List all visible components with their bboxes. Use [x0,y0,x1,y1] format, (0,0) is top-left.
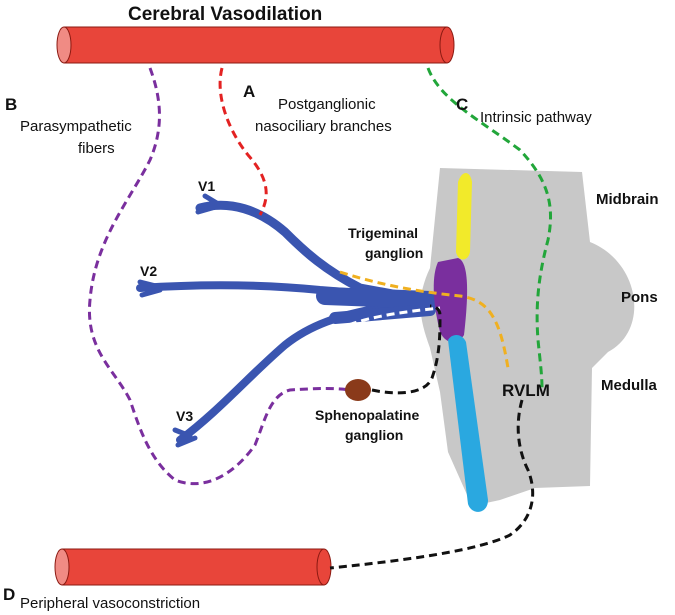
brainstem-nuclei [433,173,488,512]
ganglion-root-mass [316,287,439,309]
purple-nucleus [433,258,468,343]
cerebral-vessel-left-cap [56,26,72,64]
v1-branch [195,200,430,305]
pathway-d-label: Peripheral vasoconstriction [20,595,200,612]
pathway-a-letter: A [243,82,255,101]
pathway-c-letter: C [456,95,468,114]
trigeminal-orange-path [339,270,510,369]
yellow-nucleus [456,173,472,260]
sphenopalatine-ganglion-node [345,379,371,401]
peripheral-vessel-right-cap [316,548,332,586]
pathway-b-label-line2: fibers [78,140,115,157]
sphenopalatine-ganglion-label-line2: ganglion [345,427,403,443]
nerve-v2-label: V2 [140,263,157,279]
pathway-b-label-line1: Parasympathetic [20,118,132,135]
pathway-c-label: Intrinsic pathway [480,109,592,126]
sphenopalatine-ganglion-label-line1: Sphenopalatine [315,407,419,423]
cerebral-vessel [56,26,455,64]
pathway-b-letter: B [5,95,17,114]
v2-branch-tip [137,279,163,298]
black-path-lower [329,399,535,570]
pathway-d-letter: D [3,585,15,604]
pathway-a-line [218,67,268,216]
peripheral-vessel-body [61,548,325,586]
trigeminal-white-path [336,306,441,332]
v2-branch [136,281,429,302]
rvlm-label: RVLM [502,381,550,400]
v3-branch-tip [172,427,198,448]
pathway-a-label-line2: nasociliary branches [255,118,392,135]
pathway-a-label-line1: Postganglionic [278,96,376,113]
diagram-title: Cerebral Vasodilation [128,4,322,25]
midbrain-label: Midbrain [596,191,659,208]
black-path-upper [371,304,442,395]
trigeminal-ganglion-label-line1: Trigeminal [348,225,418,241]
cerebral-vessel-body [63,26,448,64]
v1-branch-tip [195,193,223,215]
blue-nucleus [448,334,488,512]
nerve-v1-label: V1 [198,178,215,194]
medulla-label: Medulla [601,377,657,394]
pons-label: Pons [621,289,658,306]
cerebral-vessel-right-cap [439,26,455,64]
pathway-c-line [426,67,552,389]
pathway-b-line [87,67,351,486]
trigeminal-ganglion-label-line2: ganglion [365,245,423,261]
peripheral-vessel [54,548,332,586]
nerve-v3-label: V3 [176,408,193,424]
peripheral-vessel-left-cap [54,548,70,586]
